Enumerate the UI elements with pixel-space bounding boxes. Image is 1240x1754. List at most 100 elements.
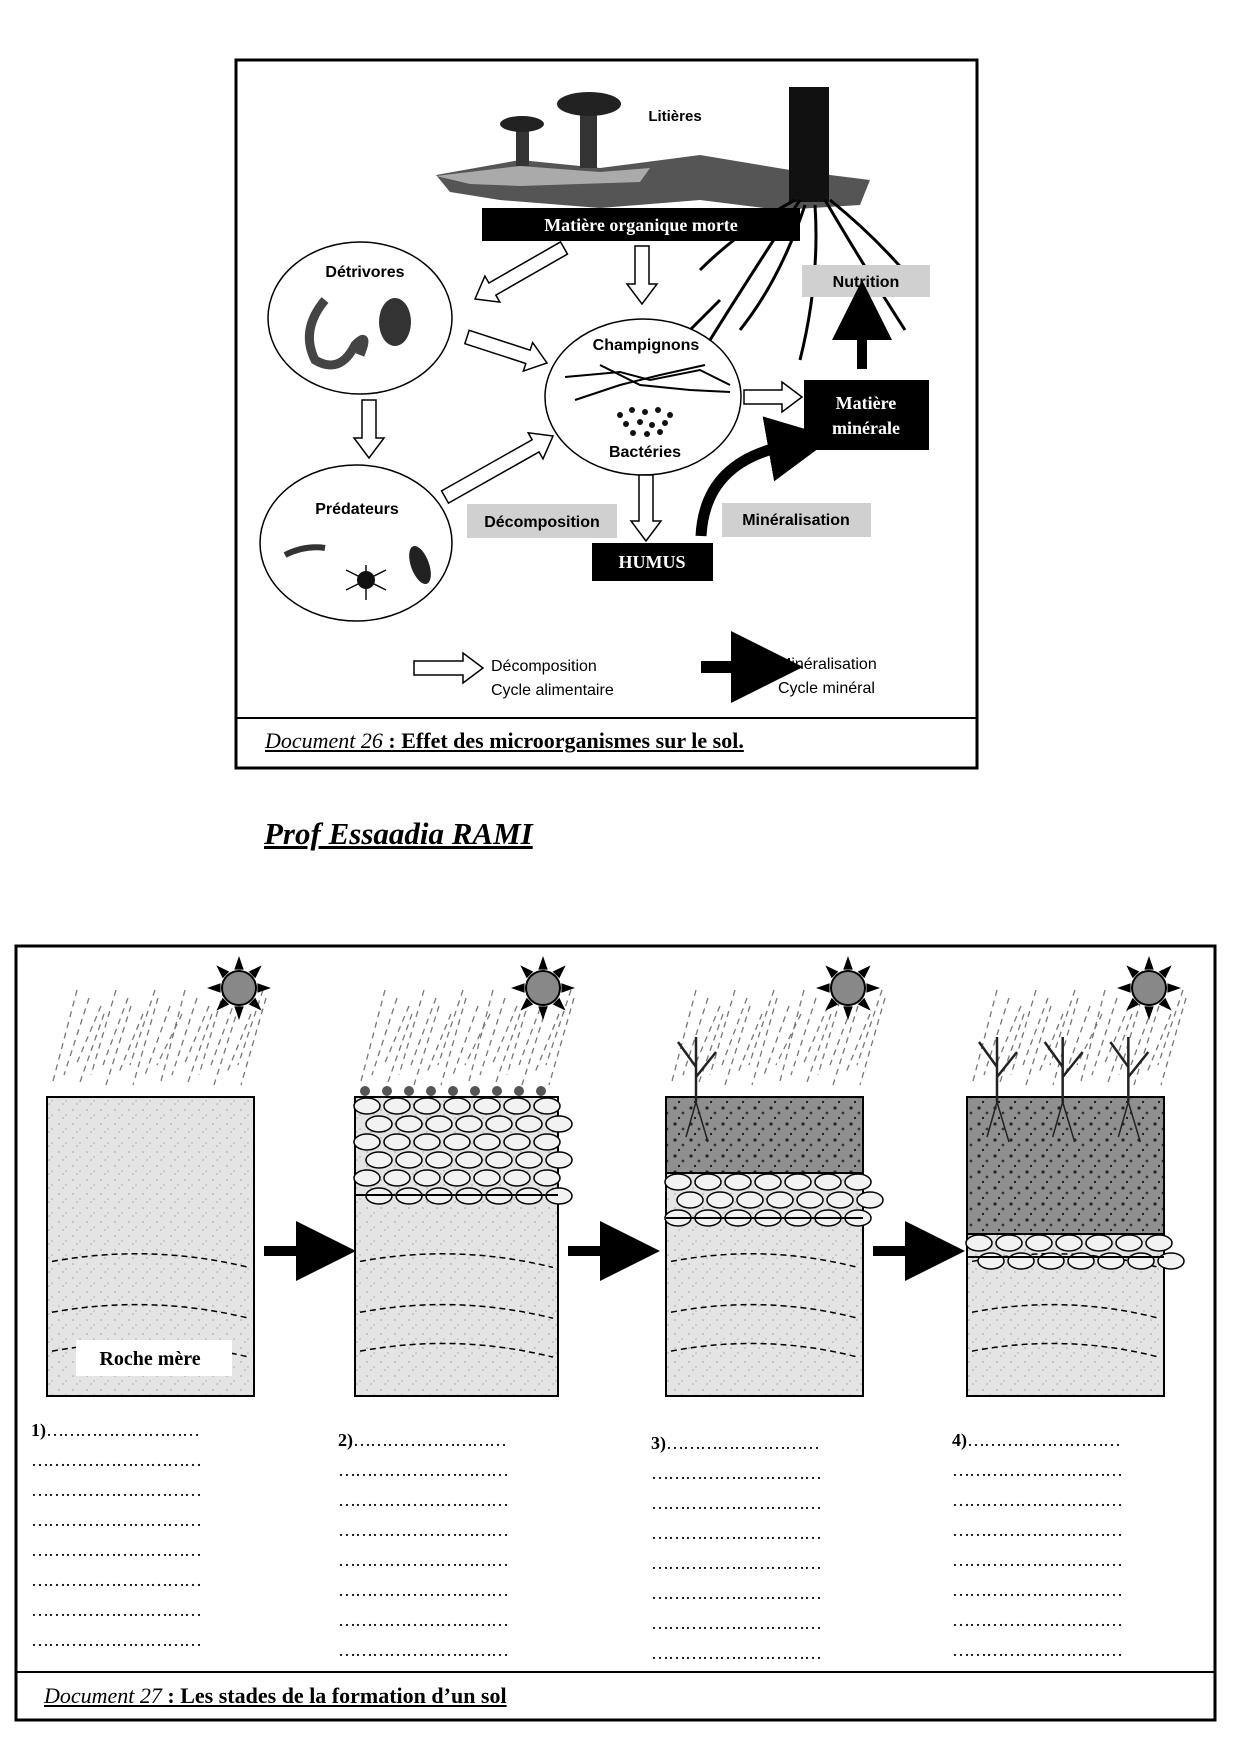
bacteries-label: Bactéries	[609, 444, 681, 461]
answer-line[interactable]: …………………………	[31, 1630, 202, 1650]
answer-line[interactable]: …………………………	[31, 1450, 202, 1470]
arrow-matiere-to-detrivores	[473, 240, 569, 303]
humus-layer	[966, 1096, 1165, 1235]
doc27-frame	[14, 944, 1217, 1722]
answer-number: 3)	[651, 1433, 666, 1453]
answer-line[interactable]: …………………………	[651, 1493, 822, 1513]
humus-box	[592, 543, 713, 581]
answer-line[interactable]: …………………………	[31, 1600, 202, 1620]
mineralisation-label: Minéralisation	[742, 512, 850, 529]
answer-line[interactable]: …………………………	[952, 1580, 1123, 1600]
fungi-hyphae-illustration	[564, 364, 731, 401]
legend-hollow-arrow-icon	[413, 651, 485, 685]
decomposition-arrows	[352, 240, 804, 685]
answer-line[interactable]: …………………………	[952, 1460, 1123, 1480]
vegetation-icon	[676, 1037, 717, 1143]
legend-hollow-line1: Décomposition	[491, 658, 597, 675]
answer-line[interactable]: …………………………	[31, 1540, 202, 1560]
arrow-champignons-to-humus	[629, 474, 663, 543]
arrow-detrivores-to-predateurs	[352, 399, 386, 460]
vegetation-icon	[977, 1037, 1150, 1143]
answer-block-1: 1)………………………………………………………………………………………………………	[31, 1415, 271, 1655]
answer-line[interactable]: …………………………	[952, 1520, 1123, 1540]
answer-line[interactable]: …………………………	[338, 1640, 509, 1660]
soil-stages	[46, 956, 1187, 1397]
answer-blank: ………………………	[46, 1420, 200, 1440]
doc26-caption-number: Document 26	[265, 728, 383, 753]
answer-line[interactable]: …………………………	[31, 1570, 202, 1590]
answer-blank: ………………………	[967, 1430, 1121, 1450]
sun-icon	[511, 956, 575, 1020]
roche-mere-label: Roche mère	[99, 1348, 200, 1370]
predateurs-label: Prédateurs	[315, 501, 399, 518]
answer-line[interactable]: …………………………	[651, 1523, 822, 1543]
answer-blank: ………………………	[353, 1430, 507, 1450]
soil-stage-4	[965, 956, 1187, 1397]
answer-line[interactable]: …………………………	[651, 1613, 822, 1633]
humus-label: HUMUS	[619, 552, 686, 572]
rain-icon	[670, 989, 886, 1086]
answer-line[interactable]: …………………………	[338, 1610, 509, 1630]
answer-line[interactable]: …………………………	[651, 1583, 822, 1603]
mushroom-illustration	[500, 92, 621, 168]
legend-hollow-line2: Cycle alimentaire	[491, 682, 614, 699]
answer-line[interactable]: …………………………	[338, 1460, 509, 1480]
earthworm-woodlouse-illustration	[304, 297, 411, 370]
answer-line[interactable]: …………………………	[952, 1550, 1123, 1570]
rock-fragments-layer	[965, 1234, 1185, 1270]
answer-line[interactable]: …………………………	[952, 1490, 1123, 1510]
answer-line[interactable]: …………………………	[338, 1550, 509, 1570]
arrow-detrivores-to-champignons	[463, 329, 549, 373]
answer-line[interactable]: …………………………	[651, 1553, 822, 1573]
mineralisation-arrow	[695, 416, 834, 537]
answer-block-3: 3)………………………………………………………………………………………………………	[651, 1428, 891, 1668]
answer-header[interactable]: 1)………………………	[31, 1415, 271, 1445]
humus-layer	[665, 1096, 864, 1174]
answer-line[interactable]: …………………………	[338, 1580, 509, 1600]
answer-line[interactable]: …………………………	[31, 1510, 202, 1530]
answer-number: 4)	[952, 1430, 967, 1450]
answer-line[interactable]: …………………………	[651, 1643, 822, 1663]
matiere-organique-label-box	[482, 208, 800, 241]
doc26-caption: Document 26 : Effet des microorganismes …	[265, 728, 744, 754]
soil-stage-1	[46, 956, 271, 1397]
answer-block-4: 4)………………………………………………………………………………………………………	[952, 1425, 1192, 1665]
doc26-caption-text: : Effet des microorganismes sur le sol.	[382, 728, 744, 753]
sun-icon	[816, 956, 880, 1020]
matiere-minerale-label-line2: minérale	[832, 418, 900, 438]
arrow-champignons-to-matiere-minerale	[743, 380, 804, 414]
rock-fragments-layer	[353, 1097, 573, 1205]
answer-line[interactable]: …………………………	[651, 1463, 822, 1483]
bacteria-dots-illustration	[617, 407, 673, 437]
matiere-organique-label: Matière organique morte	[544, 215, 738, 235]
answer-number: 2)	[338, 1430, 353, 1450]
vegetation-icon	[360, 1086, 546, 1096]
answer-header[interactable]: 4)………………………	[952, 1425, 1192, 1455]
answer-line[interactable]: …………………………	[338, 1490, 509, 1510]
rain-icon	[971, 989, 1187, 1086]
litieres-label: Litières	[648, 108, 701, 125]
decomposition-label: Décomposition	[484, 514, 600, 531]
answer-header[interactable]: 3)………………………	[651, 1428, 891, 1458]
sun-icon	[207, 956, 271, 1020]
doc27-caption-text: : Les stades de la formation d’un sol	[161, 1683, 507, 1708]
answer-line[interactable]: …………………………	[952, 1640, 1123, 1660]
rock-fragments-layer	[664, 1173, 884, 1227]
answer-header[interactable]: 2)………………………	[338, 1425, 578, 1455]
doc27-caption: Document 27 : Les stades de la formation…	[44, 1683, 507, 1709]
arrow-matiere-to-champignons	[625, 245, 659, 306]
rock-fracture-lines	[359, 1253, 554, 1358]
matiere-minerale-box	[804, 380, 929, 450]
soil-stage-3	[664, 956, 886, 1397]
arrow-predateurs-to-champignons	[440, 431, 555, 505]
answer-line[interactable]: …………………………	[31, 1480, 202, 1500]
answer-line[interactable]: …………………………	[952, 1610, 1123, 1630]
document-26-figure: Matière organique morte Litières Détrivo…	[234, 58, 979, 770]
answer-line[interactable]: …………………………	[338, 1520, 509, 1540]
answer-block-2: 2)………………………………………………………………………………………………………	[338, 1425, 578, 1665]
author-name: Prof Essaadia RAMI	[264, 816, 533, 851]
decomposition-label-box	[467, 504, 617, 538]
rock-fracture-lines	[670, 1253, 859, 1358]
champignons-label: Champignons	[593, 337, 700, 354]
